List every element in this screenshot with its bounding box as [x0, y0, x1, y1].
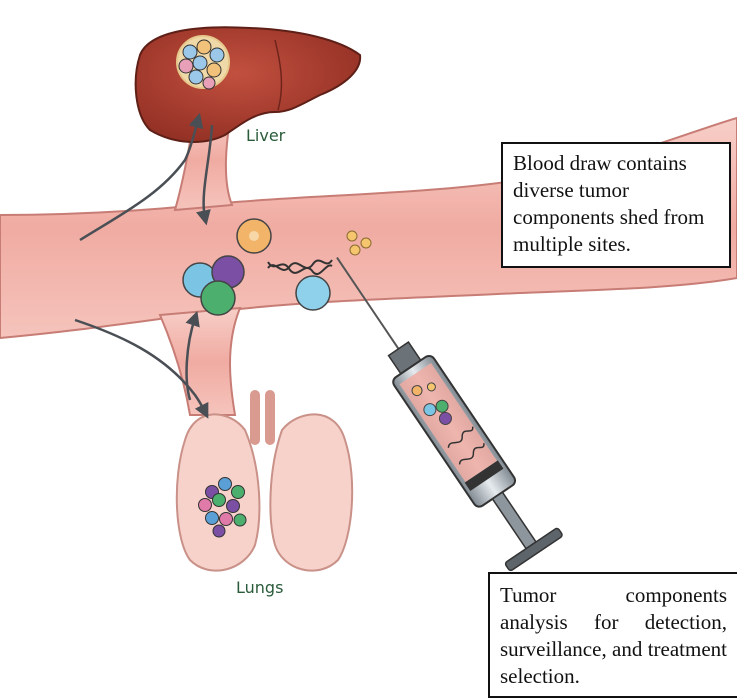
liver-tumor-cluster	[177, 36, 229, 89]
lungs-label: Lungs	[236, 578, 283, 597]
lungs-organ	[177, 395, 352, 571]
liver-organ	[136, 27, 360, 142]
blood-draw-callout: Blood draw contains diverse tumor compon…	[501, 142, 731, 268]
blood-draw-text: Blood draw contains diverse tumor compon…	[513, 150, 719, 258]
analysis-callout: Tumor components analysis for detection,…	[488, 572, 737, 698]
liver-label: Liver	[246, 126, 285, 145]
analysis-text: Tumor components analysis for detection,…	[500, 582, 727, 690]
